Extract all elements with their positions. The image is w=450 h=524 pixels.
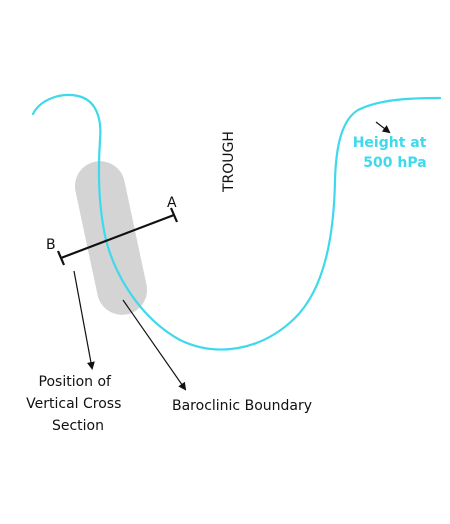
position-pointer-arrow bbox=[73, 270, 95, 370]
height-contour-500hpa bbox=[31, 93, 442, 351]
baroclinic-pointer-arrow bbox=[122, 299, 187, 391]
cross-section-line bbox=[60, 213, 175, 260]
height-label-line1: Height at bbox=[353, 135, 427, 151]
height-label: Height at 500 hPa bbox=[353, 135, 432, 171]
point-a-label: A bbox=[167, 195, 177, 211]
trough-label: TROUGH bbox=[221, 131, 237, 193]
height-label-line2: 500 hPa bbox=[363, 155, 426, 171]
position-label-line2: Vertical Cross bbox=[26, 396, 121, 412]
height-pointer-arrow bbox=[375, 121, 391, 134]
point-b-label: B bbox=[46, 237, 56, 253]
baroclinic-label: Baroclinic Boundary bbox=[172, 398, 312, 414]
cross-section-endcap-b bbox=[56, 250, 66, 266]
position-label: Position of Vertical Cross Section bbox=[26, 374, 126, 434]
position-label-line3: Section bbox=[52, 418, 104, 434]
cross-section-endcap-a bbox=[169, 207, 179, 223]
position-label-line1: Position of bbox=[39, 374, 113, 390]
